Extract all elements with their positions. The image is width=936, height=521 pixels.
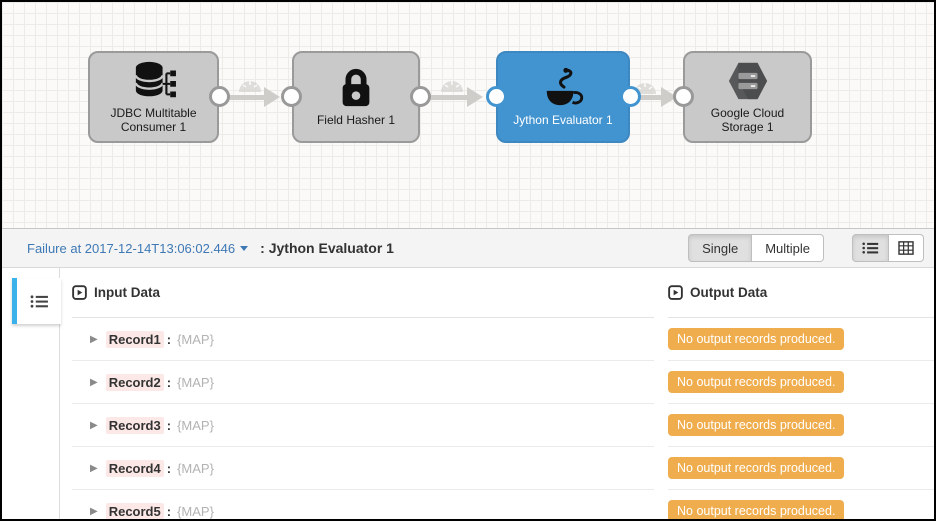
- record-separator: :: [166, 417, 172, 433]
- records-tab[interactable]: [12, 278, 61, 324]
- stage-label: Jython Evaluator 1: [513, 112, 613, 127]
- wire-1: [229, 95, 265, 100]
- record-name: Record3: [105, 416, 164, 434]
- input-record-row[interactable]: ▶ Record4 : {MAP}: [72, 447, 654, 490]
- input-data-header: Input Data: [72, 268, 654, 318]
- stage-label: Google Cloud Storage 1: [710, 105, 785, 134]
- expand-triangle-icon[interactable]: ▶: [90, 419, 98, 431]
- preview-sidebar: [2, 268, 61, 519]
- input-port: [281, 86, 302, 107]
- wire-1-arrow: [264, 87, 280, 107]
- record-name: Record5: [105, 502, 164, 519]
- chevron-down-icon: [240, 245, 249, 251]
- expand-triangle-icon[interactable]: ▶: [90, 462, 98, 474]
- gcs-hexagon-icon: [725, 60, 771, 102]
- output-data-title: Output Data: [690, 285, 768, 300]
- stage-label: Field Hasher 1: [316, 112, 396, 127]
- output-data-column: Output Data No output records produced. …: [668, 268, 934, 519]
- input-data-title: Input Data: [94, 285, 160, 300]
- output-record-row: No output records produced.: [668, 447, 934, 490]
- preview-toolbar: Failure at 2017-12-14T13:06:02.446 : Jyt…: [2, 228, 934, 268]
- view-toggle: [852, 234, 924, 262]
- input-port: [486, 86, 507, 107]
- record-type: {MAP}: [177, 417, 214, 433]
- record-type: {MAP}: [177, 331, 214, 347]
- output-port: [209, 86, 230, 107]
- failure-timestamp-dropdown[interactable]: Failure at 2017-12-14T13:06:02.446: [27, 240, 249, 256]
- multiple-mode-button[interactable]: Multiple: [752, 234, 824, 262]
- record-name: Record1: [105, 330, 164, 348]
- input-data-column: Input Data ▶ Record1 : {MAP} ▶ Record2 :…: [72, 268, 654, 519]
- records-list-icon: [30, 294, 48, 308]
- wire-3: [640, 95, 662, 100]
- record-type: {MAP}: [177, 503, 214, 519]
- output-port: [620, 86, 641, 107]
- record-play-icon: [668, 285, 683, 300]
- input-port: [673, 86, 694, 107]
- table-view-button[interactable]: [889, 234, 924, 262]
- list-view-icon: [862, 242, 879, 254]
- stage-jython-evaluator[interactable]: Jython Evaluator 1: [496, 51, 630, 143]
- expand-triangle-icon[interactable]: ▶: [90, 505, 98, 517]
- preview-panel: Input Data ▶ Record1 : {MAP} ▶ Record2 :…: [2, 268, 934, 519]
- jython-coffee-snake-icon: [540, 67, 586, 109]
- database-multitable-icon: [131, 60, 177, 102]
- selected-stage-label: : Jython Evaluator 1: [260, 240, 394, 256]
- record-name: Record2: [105, 373, 164, 391]
- output-record-row: No output records produced.: [668, 318, 934, 361]
- stage-google-cloud-storage[interactable]: Google Cloud Storage 1: [683, 51, 812, 143]
- stage-field-hasher[interactable]: Field Hasher 1: [292, 51, 420, 143]
- wire-2: [430, 95, 468, 100]
- pipeline-canvas[interactable]: JDBC Multitable Consumer 1 Field Hasher …: [2, 2, 934, 228]
- output-record-row: No output records produced.: [668, 490, 934, 519]
- record-type: {MAP}: [177, 460, 214, 476]
- stage-jdbc-multitable-consumer[interactable]: JDBC Multitable Consumer 1: [88, 51, 219, 143]
- input-record-row[interactable]: ▶ Record5 : {MAP}: [72, 490, 654, 519]
- stage-label: JDBC Multitable Consumer 1: [110, 105, 197, 134]
- record-separator: :: [166, 460, 172, 476]
- expand-triangle-icon[interactable]: ▶: [90, 376, 98, 388]
- record-separator: :: [166, 374, 172, 390]
- preview-columns: Input Data ▶ Record1 : {MAP} ▶ Record2 :…: [60, 268, 934, 519]
- lock-icon: [336, 67, 376, 109]
- no-output-badge: No output records produced.: [668, 328, 845, 350]
- expand-triangle-icon[interactable]: ▶: [90, 333, 98, 345]
- list-view-button[interactable]: [852, 234, 889, 262]
- no-output-badge: No output records produced.: [668, 500, 845, 519]
- metrics-gauge-icon: [440, 76, 464, 98]
- input-record-row[interactable]: ▶ Record2 : {MAP}: [72, 361, 654, 404]
- metrics-gauge-icon: [238, 76, 262, 98]
- input-record-row[interactable]: ▶ Record3 : {MAP}: [72, 404, 654, 447]
- output-data-header: Output Data: [668, 268, 934, 318]
- no-output-badge: No output records produced.: [668, 371, 845, 393]
- table-view-icon: [898, 241, 914, 255]
- record-separator: :: [166, 503, 172, 519]
- failure-timestamp-label: Failure at 2017-12-14T13:06:02.446: [27, 240, 236, 256]
- single-mode-button[interactable]: Single: [688, 234, 753, 262]
- no-output-badge: No output records produced.: [668, 414, 845, 436]
- output-record-row: No output records produced.: [668, 404, 934, 447]
- output-record-row: No output records produced.: [668, 361, 934, 404]
- record-type: {MAP}: [177, 374, 214, 390]
- record-name: Record4: [105, 459, 164, 477]
- record-mode-toggle: Single Multiple: [688, 234, 824, 262]
- wire-2-arrow: [467, 87, 483, 107]
- record-separator: :: [166, 331, 172, 347]
- output-port: [410, 86, 431, 107]
- input-record-row[interactable]: ▶ Record1 : {MAP}: [72, 318, 654, 361]
- record-play-icon: [72, 285, 87, 300]
- no-output-badge: No output records produced.: [668, 457, 845, 479]
